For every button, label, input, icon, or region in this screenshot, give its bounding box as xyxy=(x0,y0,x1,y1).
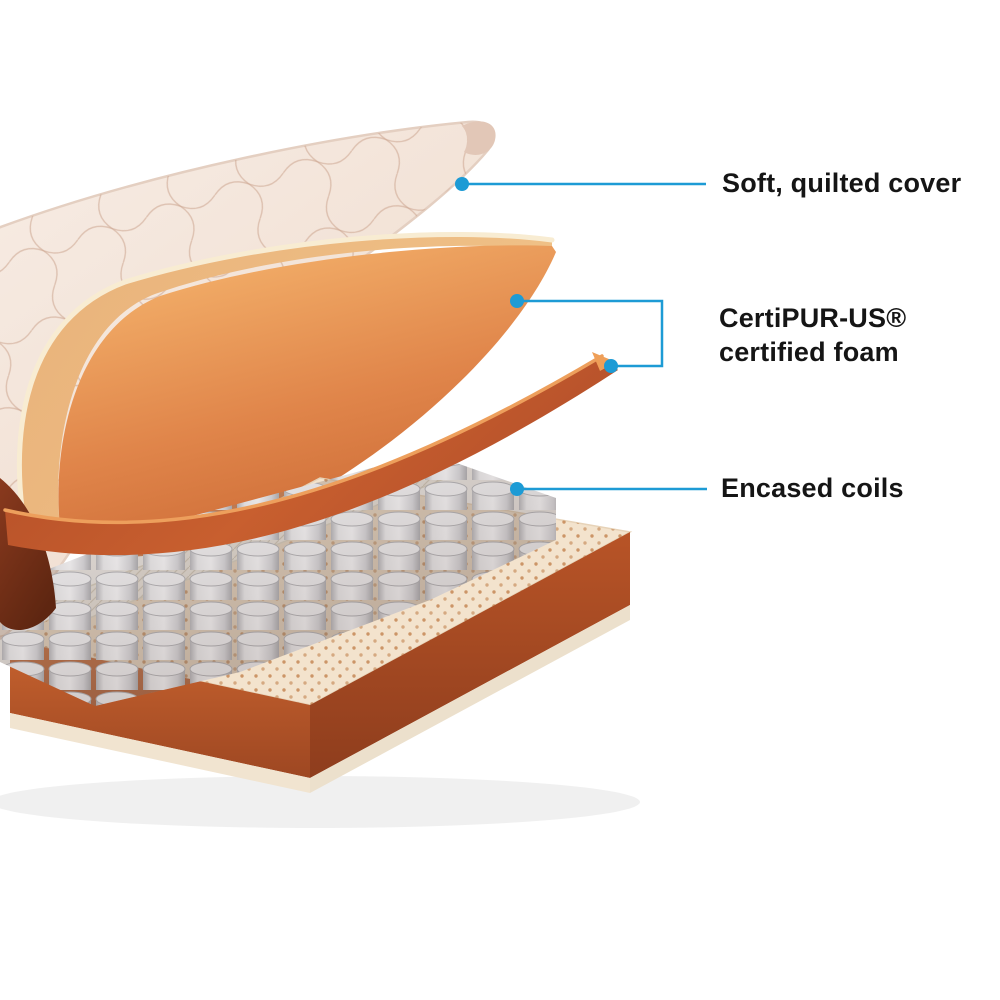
foam-underside xyxy=(58,245,556,557)
thin-foam-tip xyxy=(592,352,616,371)
thin-foam-top-edge xyxy=(3,354,604,525)
coils-callout-label: Encased coils xyxy=(721,473,904,503)
quilted-cover-layer xyxy=(0,120,496,641)
cover-callout-dot xyxy=(455,177,469,191)
coil-block-shading xyxy=(0,453,556,706)
base-front-right-face xyxy=(310,532,630,778)
coil-layer xyxy=(0,453,556,706)
foam-curl-edge-highlight xyxy=(16,232,555,558)
base-rim-left xyxy=(10,713,310,793)
base-rim-right xyxy=(310,605,630,793)
cover-curled-tip xyxy=(462,121,496,155)
thin-foam-surface xyxy=(5,356,618,556)
quilt-stitch-pattern xyxy=(0,121,494,639)
ground-shadow xyxy=(0,776,640,828)
foam-layer-thin xyxy=(0,352,618,631)
cover-callout-label: Soft, quilted cover xyxy=(722,168,962,198)
foam-callout-dot-lower xyxy=(604,359,618,373)
foam-callout-label-line1: CertiPUR-US® xyxy=(719,303,907,333)
foam-callout-label: CertiPUR-US® certified foam xyxy=(719,301,906,369)
foam-layer-thick xyxy=(16,232,556,558)
foam-callout-bracket xyxy=(517,299,664,368)
callout-lines xyxy=(455,177,707,496)
foam-callout-label-line2: certified foam xyxy=(719,337,899,367)
foam-callout-dot-upper xyxy=(510,294,524,308)
coils-callout-dot xyxy=(510,482,524,496)
